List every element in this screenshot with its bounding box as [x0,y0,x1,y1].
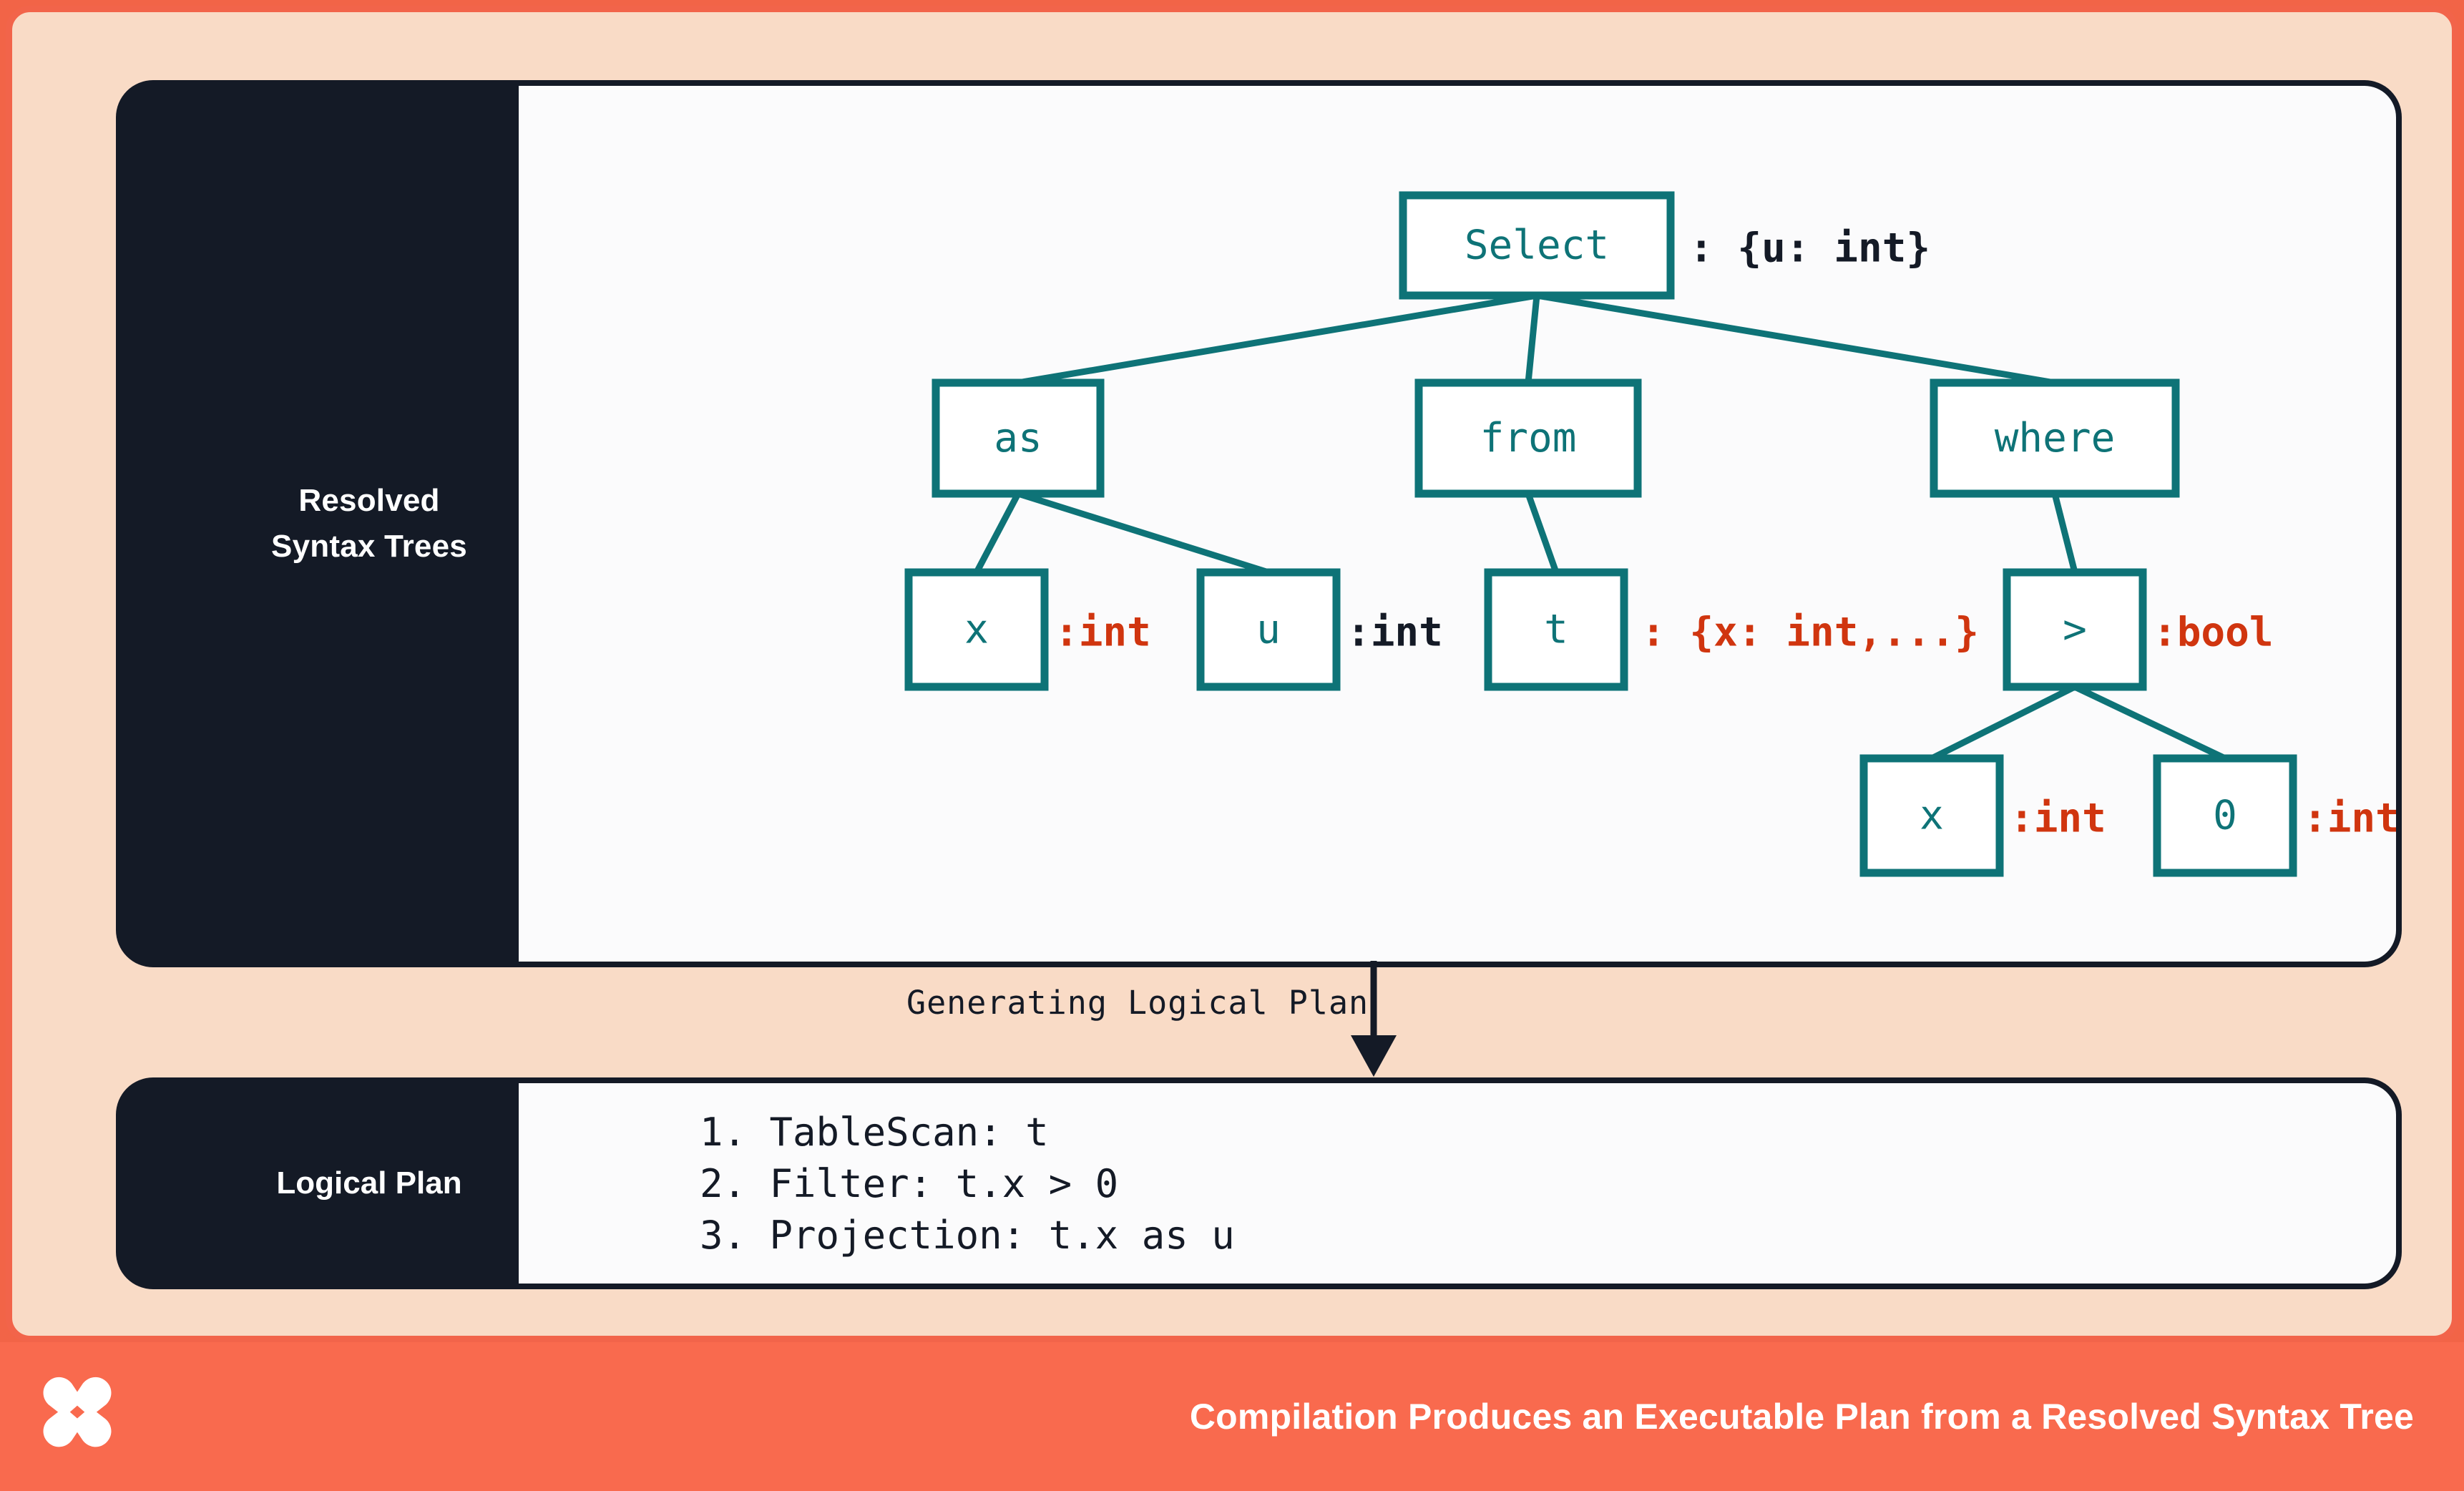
tree-node-type-annotation: :int [2010,796,2106,842]
syntax-tree-svg: Select : {u: int} as from where x :int u :int t : … [904,191,2396,877]
panel-resolved-syntax-trees: Resolved Syntax Trees Select : {u: int} as… [116,80,2402,967]
footer-title: Compilation Produces an Executable Plan … [1189,1397,2414,1437]
tree-node-label: u [1256,607,1281,653]
transition-arrow-icon [1351,961,1397,1077]
tree-node-label: x [964,607,989,653]
tree-node-box [2153,754,2297,877]
tree-edge-select-to-where [1536,292,2055,386]
tree-node-where[interactable]: where [1930,378,2180,498]
tree-node-box [1399,191,1675,300]
logical-plan-step: 2. Filter: t.x > 0 [700,1160,1119,1206]
tree-node-label: from [1480,415,1577,461]
tree-node-gt-0[interactable]: 0 :int [2153,754,2396,877]
tree-node-as-x[interactable]: x :int [904,568,1151,691]
tree-node-label: Select [1465,223,1609,269]
tree-node-type-annotation: :int [2303,796,2396,842]
tree-edge-as-to-as-u [1017,490,1270,576]
panel2-sidebar-label: Logical Plan [116,1077,622,1289]
tree-edge-from-to-from-t [1525,492,1560,574]
logical-plan-steps: 1. TableScan: t 2. Filter: t.x > 0 3. Proj… [700,1107,1235,1261]
tree-node-box [1484,568,1628,691]
panel1-sidebar-label: Resolved Syntax Trees [116,80,622,967]
transition-label: Generating Logical Plan [906,984,1369,1022]
logical-plan-canvas: 1. TableScan: t 2. Filter: t.x > 0 3. Proj… [519,1083,2396,1284]
tree-edge-gt-to-gt-x [1930,683,2077,762]
tree-node-label: > [2063,607,2087,653]
logical-plan-step: 1. TableScan: t [700,1110,1049,1155]
tree-node-type-annotation: : {u: int} [1689,225,1930,272]
panel2-label: Logical Plan [276,1165,462,1201]
tree-edge-gt-to-gt-0 [2073,683,2226,762]
logical-plan-step: 3. Projection: t.x as u [700,1212,1235,1258]
tree-node-label: where [1995,415,2116,461]
tree-node-label: t [1544,607,1568,653]
tree-node-gt[interactable]: > :bool [2003,568,2274,691]
tree-node-box [2003,568,2147,691]
tree-node-select[interactable]: Select : {u: int} [1399,191,1930,300]
tree-edge-select-to-from [1525,295,1540,383]
tree-node-type-annotation: :int [1346,610,1443,656]
transition-generating-logical-plan: Generating Logical Plan [116,961,2402,1079]
tree-node-type-annotation: :bool [2153,610,2274,656]
tree-node-box [904,568,1049,691]
tree-edge-where-to-gt [2051,492,2078,574]
tree-node-as-u[interactable]: u :int [1196,568,1443,691]
peach-card: Resolved Syntax Trees Select : {u: int} as… [6,6,2458,1342]
footer-bar: Compilation Produces an Executable Plan … [0,1342,2464,1491]
tree-node-as[interactable]: as [932,378,1105,498]
tree-node-label: 0 [2213,793,2237,839]
tree-node-gt-x[interactable]: x :int [1859,754,2106,877]
panel1-label-line2: Syntax Trees [271,529,467,564]
tree-node-type-annotation: :int [1055,610,1151,656]
panel-logical-plan: Logical Plan 1. TableScan: t 2. Filter: t… [116,1077,2402,1289]
panel1-label-line1: Resolved [298,483,440,519]
tree-edge-select-to-as [1017,292,1537,386]
tree-node-from-t[interactable]: t : {x: int,...} [1484,568,1979,691]
x-mark-logo-icon [43,1377,112,1447]
tree-node-box [1414,378,1642,498]
syntax-tree-canvas: Select : {u: int} as from where x :int u :int t : … [519,86,2396,962]
tree-node-box [1196,568,1341,691]
tree-node-label: x [1920,793,1944,839]
tree-node-from[interactable]: from [1414,378,1642,498]
tree-node-box [932,378,1105,498]
tree-node-type-annotation: : {x: int,...} [1641,610,1979,656]
tree-node-box [1930,378,2180,498]
tree-node-box [1859,754,2004,877]
tree-node-label: as [994,415,1042,461]
tree-edge-as-to-as-x [974,492,1021,575]
